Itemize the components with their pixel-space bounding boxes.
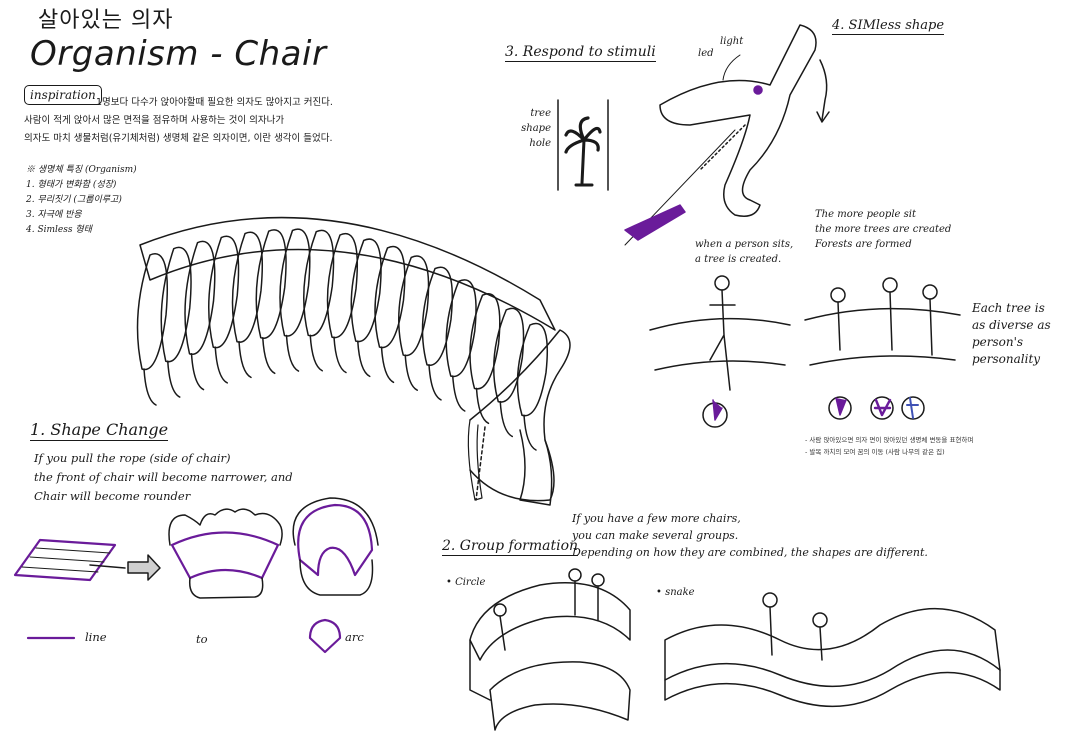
sit-caption: when a person sits, a tree is created.: [695, 237, 793, 267]
inspiration-line: 사람이 적게 앉아서 많은 면적을 점유하며 사용하는 것이 의자나가: [24, 115, 285, 126]
chair-rib: [238, 340, 252, 379]
chair-petal: [326, 232, 359, 339]
caption-line: Forests are formed: [815, 239, 912, 250]
chair-petal: [421, 266, 454, 366]
caption-line: as diverse as: [972, 318, 1051, 332]
snake-label: • snake: [656, 587, 695, 598]
inspiration-line: 의자도 마치 생물처럼(유기체처럼) 생명체 같은 의자이면, 이란 생각이 들…: [24, 133, 333, 144]
organism-traits-list: ※ 생명체 특징 (Organism) 1. 형태가 변화함 (성장) 2. 무…: [26, 163, 137, 238]
chair-petal: [350, 238, 382, 343]
caption-line: personality: [972, 352, 1041, 366]
chair-rib: [357, 340, 371, 378]
legend-to-label: to: [196, 632, 208, 646]
description-line: If you have a few more chairs,: [572, 512, 741, 525]
tree-hole-sketch: [557, 99, 609, 191]
inspiration-line: 1명보다 다수가 앉아야할때 필요한 의자도 많아지고 커진다.: [96, 97, 333, 108]
chair-rib: [333, 336, 347, 374]
organism-trait-item: 4. Simless 형태: [26, 225, 92, 235]
chair-petal: [516, 322, 549, 417]
chair-rib: [499, 400, 513, 438]
chair-petal: [231, 231, 264, 343]
chair-rib: [380, 346, 395, 384]
diversity-caption: Each tree is as diverse as person's pers…: [972, 300, 1051, 368]
chair-petal: [160, 246, 192, 363]
snake-group-sketch: [664, 592, 1001, 708]
caption-line: when a person sits,: [695, 239, 794, 250]
chair-petal: [255, 229, 287, 339]
shape-change-legend: [26, 618, 342, 654]
chair-rib: [309, 334, 323, 372]
chair-rib: [190, 352, 205, 391]
tree-hole-label-line: hole: [529, 138, 551, 149]
description-line: the front of chair will become narrower,…: [34, 470, 293, 484]
chair-petal: [374, 245, 406, 349]
korean-note-line: - 발목 까치의 모여 꿈의 이동 (사람 나무의 같은 집): [805, 448, 945, 456]
korean-title: 살아있는 의자: [38, 8, 174, 33]
organism-trait-item: 3. 자극에 반응: [26, 210, 82, 220]
description-line: If you pull the rope (side of chair): [34, 451, 231, 465]
legend-line-label: line: [85, 630, 107, 644]
shape-change-heading: 1. Shape Change: [30, 420, 169, 441]
chair-rib: [285, 334, 300, 372]
description-line: Depending on how they are combined, the …: [572, 546, 928, 559]
chair-rib: [404, 354, 418, 391]
more-people-caption: The more people sit the more trees are c…: [815, 207, 975, 252]
circle-label: • Circle: [446, 577, 486, 588]
led-chair-sketch: [624, 24, 830, 246]
tree-hole-label-line: tree: [530, 108, 551, 119]
led-label: led: [698, 48, 714, 59]
group-formation-heading: 2. Group formation: [442, 538, 579, 556]
chair-rib: [214, 346, 228, 384]
legend-arc-label: arc: [345, 630, 364, 644]
inspiration-text: 1명보다 다수가 앉아야할때 필요한 의자도 많아지고 커진다. 사람이 적게 …: [24, 94, 354, 148]
chair-petal: [279, 228, 311, 337]
description-line: Chair will become rounder: [34, 489, 191, 503]
description-line: you can make several groups.: [572, 529, 739, 542]
chair-petal: [493, 307, 525, 403]
chair-petals: [136, 228, 549, 451]
chair-petal: [303, 229, 335, 337]
shape-change-description: If you pull the rope (side of chair) the…: [34, 449, 294, 506]
chair-rib: [262, 336, 276, 375]
caption-line: a tree is created.: [695, 254, 782, 265]
chair-petal: [398, 255, 430, 357]
chair-rib: [167, 360, 181, 398]
caption-line: the more trees are created: [815, 224, 952, 235]
chair-rib: [428, 364, 442, 401]
korean-notes: - 사람 앉아있으면 의자 면이 앉아있던 생명체 변동을 표현하며 - 발목 …: [805, 434, 1045, 458]
tree-hole-label: tree shape hole: [515, 106, 551, 151]
organism-trait-item: 2. 무리짓기 (그룹이루고): [26, 195, 122, 205]
group-people-sketch: [804, 277, 961, 420]
main-chair-sketch: [136, 216, 571, 506]
group-formation-description: If you have a few more chairs, you can m…: [572, 510, 952, 561]
korean-note-line: - 사람 앉아있으면 의자 면이 앉아있던 생명체 변동을 표현하며: [805, 436, 974, 444]
chair-petal: [445, 279, 477, 378]
chair-petal: [208, 235, 240, 349]
chair-petal: [184, 240, 216, 355]
caption-line: Each tree is: [972, 301, 1045, 315]
caption-line: The more people sit: [815, 209, 916, 220]
shape-change-curve-sketch: [168, 508, 283, 599]
tree-hole-label-line: shape: [521, 123, 551, 134]
chair-rib: [143, 368, 157, 406]
seamless-shape-heading: 4. SIMless shape: [832, 18, 945, 35]
inspiration-label: inspiration: [24, 85, 102, 105]
caption-line: person's: [972, 335, 1024, 349]
respond-to-stimuli-heading: 3. Respond to stimuli: [505, 44, 656, 62]
english-title: Organism - Chair: [30, 34, 327, 74]
chair-petal: [136, 253, 169, 371]
single-person-sketch: [649, 275, 791, 428]
organism-traits-heading: ※ 생명체 특징 (Organism): [26, 165, 137, 175]
light-label: light: [720, 36, 744, 47]
organism-trait-item: 1. 형태가 변화함 (성장): [26, 180, 117, 190]
chair-rib: [452, 375, 466, 412]
circle-group-sketch: [469, 568, 631, 731]
shape-change-line-sketch: [13, 538, 161, 582]
chair-petal: [469, 293, 501, 390]
chair-rib: [523, 414, 537, 451]
shape-change-arc-sketch: [292, 497, 379, 596]
